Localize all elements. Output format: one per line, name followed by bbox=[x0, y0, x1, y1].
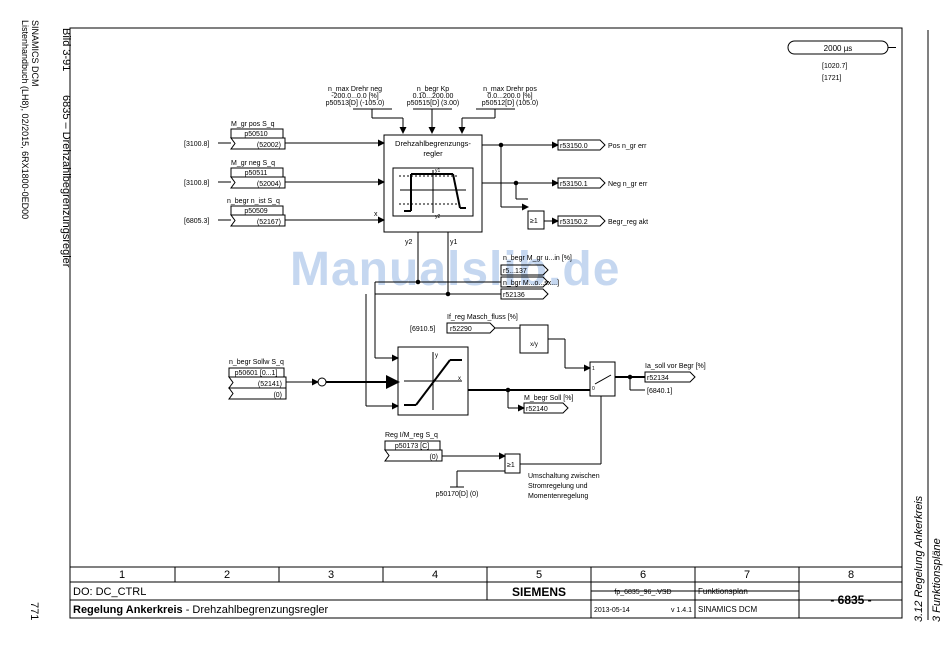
input-2-label: M_gr neg S_q bbox=[231, 160, 275, 167]
param-top-1-l3: p50513[D] (-105.0) bbox=[326, 100, 385, 107]
controller-title-1: Drehzahlbegrenzungs- bbox=[395, 139, 471, 148]
col-4: 4 bbox=[432, 569, 438, 581]
input-3-ref: [6805.3] bbox=[184, 218, 209, 225]
sum-junction bbox=[317, 377, 327, 387]
input-2-default: (52004) bbox=[257, 181, 281, 188]
mid-output-3-param: r52136 bbox=[503, 292, 525, 299]
sheet-number: - 6835 - bbox=[830, 593, 871, 607]
param-top-3-l1: n_max Drehr pos bbox=[483, 86, 537, 93]
sample-ref-1: [1020.7] bbox=[822, 63, 847, 70]
switch-text-2: Stromregelung und bbox=[528, 483, 588, 490]
input-1-default: (52002) bbox=[257, 142, 281, 149]
controller-y2-inner: y2 bbox=[435, 214, 441, 220]
setpoint-param: p50601 [0...1] bbox=[235, 370, 278, 377]
switch-text-3: Momentenregelung bbox=[528, 493, 588, 500]
out-main-label: Ia_soll vor Begr [%] bbox=[645, 363, 706, 370]
out-main-ref: [6840.1] bbox=[647, 388, 672, 395]
sample-time: 2000 µs bbox=[824, 44, 853, 53]
flux-param: r52290 bbox=[450, 326, 472, 333]
col-5: 5 bbox=[536, 569, 542, 581]
or-gate-bottom-label: ≥1 bbox=[507, 462, 515, 469]
mid-output-1-param: r5...137 bbox=[503, 268, 527, 275]
col-6: 6 bbox=[640, 569, 646, 581]
setpoint-default-1: (52141) bbox=[258, 381, 282, 388]
mid-output-2-label: n_bgr M...o...sx...] bbox=[503, 280, 559, 287]
param-top-2-l1: n_begr Kp bbox=[417, 86, 449, 93]
switch-1: 1 bbox=[592, 366, 595, 372]
or-gate-top bbox=[527, 210, 545, 230]
version: v 1.4.1 bbox=[671, 607, 692, 614]
output-1-label: Pos n_gr err bbox=[608, 143, 647, 150]
doc-product: SINAMICS DCM bbox=[698, 605, 757, 614]
param-top-3-l3: p50512[D] (105.0) bbox=[482, 100, 538, 107]
file-name: fp_6835_96_.VSD bbox=[614, 589, 671, 596]
siemens-logo: SIEMENS bbox=[512, 585, 566, 599]
controller-y1-inner: y1 bbox=[435, 168, 441, 174]
m-begr-label: M_begr Soll [%] bbox=[524, 395, 573, 402]
y2-label: y2 bbox=[405, 239, 413, 246]
controller-x-label: x bbox=[374, 211, 378, 218]
param-top-1-l1: n_max Drehr neg bbox=[328, 86, 382, 93]
input-3-param: p50509 bbox=[244, 208, 267, 215]
limiter-x: x bbox=[458, 376, 461, 382]
input-1-label: M_gr pos S_q bbox=[231, 121, 275, 128]
input-1-param: p50510 bbox=[244, 131, 267, 138]
input-3-default: (52167) bbox=[257, 219, 281, 226]
param-top-2-l3: p50515[D] (3.00) bbox=[407, 100, 460, 107]
col-2: 2 bbox=[224, 569, 230, 581]
divider-block bbox=[519, 324, 549, 354]
reg-select-value: (0) bbox=[429, 454, 438, 461]
input-2-ref: [3100.8] bbox=[184, 180, 209, 187]
switch-text-1: Umschaltung zwischen bbox=[528, 473, 600, 480]
out-main-param: r52134 bbox=[647, 375, 669, 382]
limiter-y: y bbox=[435, 353, 438, 359]
input-1-ref: [3100.8] bbox=[184, 141, 209, 148]
controller-title-2: regler bbox=[423, 149, 443, 158]
col-8: 8 bbox=[848, 569, 854, 581]
date: 2013-05-14 bbox=[594, 607, 630, 614]
diagram-title: Regelung Ankerkreis - Drehzahlbegrenzung… bbox=[73, 604, 329, 616]
switch-block bbox=[589, 361, 616, 397]
mid-output-1-label: n_begr M_gr u...in [%] bbox=[503, 255, 572, 262]
flux-label: If_reg Masch_fluss [%] bbox=[447, 314, 518, 321]
flux-ref: [6910.5] bbox=[410, 326, 435, 333]
param-top-3-l2: 0.0...200.0 [%] bbox=[487, 93, 532, 100]
drive-object: DO: DC_CTRL bbox=[73, 586, 146, 598]
output-3-param: r53150.2 bbox=[560, 219, 588, 226]
reg-select-param: p50173 [C] bbox=[395, 443, 429, 450]
switch-0: 0 bbox=[592, 386, 595, 392]
y1-label: y1 bbox=[450, 239, 458, 246]
output-2-param: r53150.1 bbox=[560, 181, 588, 188]
col-1: 1 bbox=[119, 569, 125, 581]
col-3: 3 bbox=[328, 569, 334, 581]
doc-kind: Funktionsplan bbox=[698, 587, 748, 596]
sample-ref-2: [1721] bbox=[822, 75, 842, 82]
output-2-label: Neg n_gr err bbox=[608, 181, 648, 188]
col-7: 7 bbox=[744, 569, 750, 581]
m-begr-param: r52140 bbox=[526, 406, 548, 413]
output-1-param: r53150.0 bbox=[560, 143, 588, 150]
divider-label: x/y bbox=[530, 342, 538, 348]
reg-select-label: Reg I/M_reg S_q bbox=[385, 432, 438, 439]
param-top-1-l2: -200.0...0.0 [%] bbox=[331, 93, 379, 100]
setpoint-label: n_begr Sollw S_q bbox=[229, 359, 284, 366]
reg-select-p-bottom: p50170[D] (0) bbox=[436, 491, 479, 498]
input-3-label: n_begr n_ist S_q bbox=[227, 198, 280, 205]
setpoint-default-2: (0) bbox=[273, 392, 282, 399]
limiter-block bbox=[397, 346, 469, 416]
watermark: Manualslib.de bbox=[290, 243, 621, 296]
or-gate-top-label: ≥1 bbox=[530, 218, 538, 225]
output-3-label: Begr_reg akt bbox=[608, 219, 648, 226]
param-top-2-l2: 0.10...200.00 bbox=[413, 93, 454, 100]
or-gate-bottom bbox=[504, 453, 521, 474]
input-2-param: p50511 bbox=[245, 170, 268, 177]
